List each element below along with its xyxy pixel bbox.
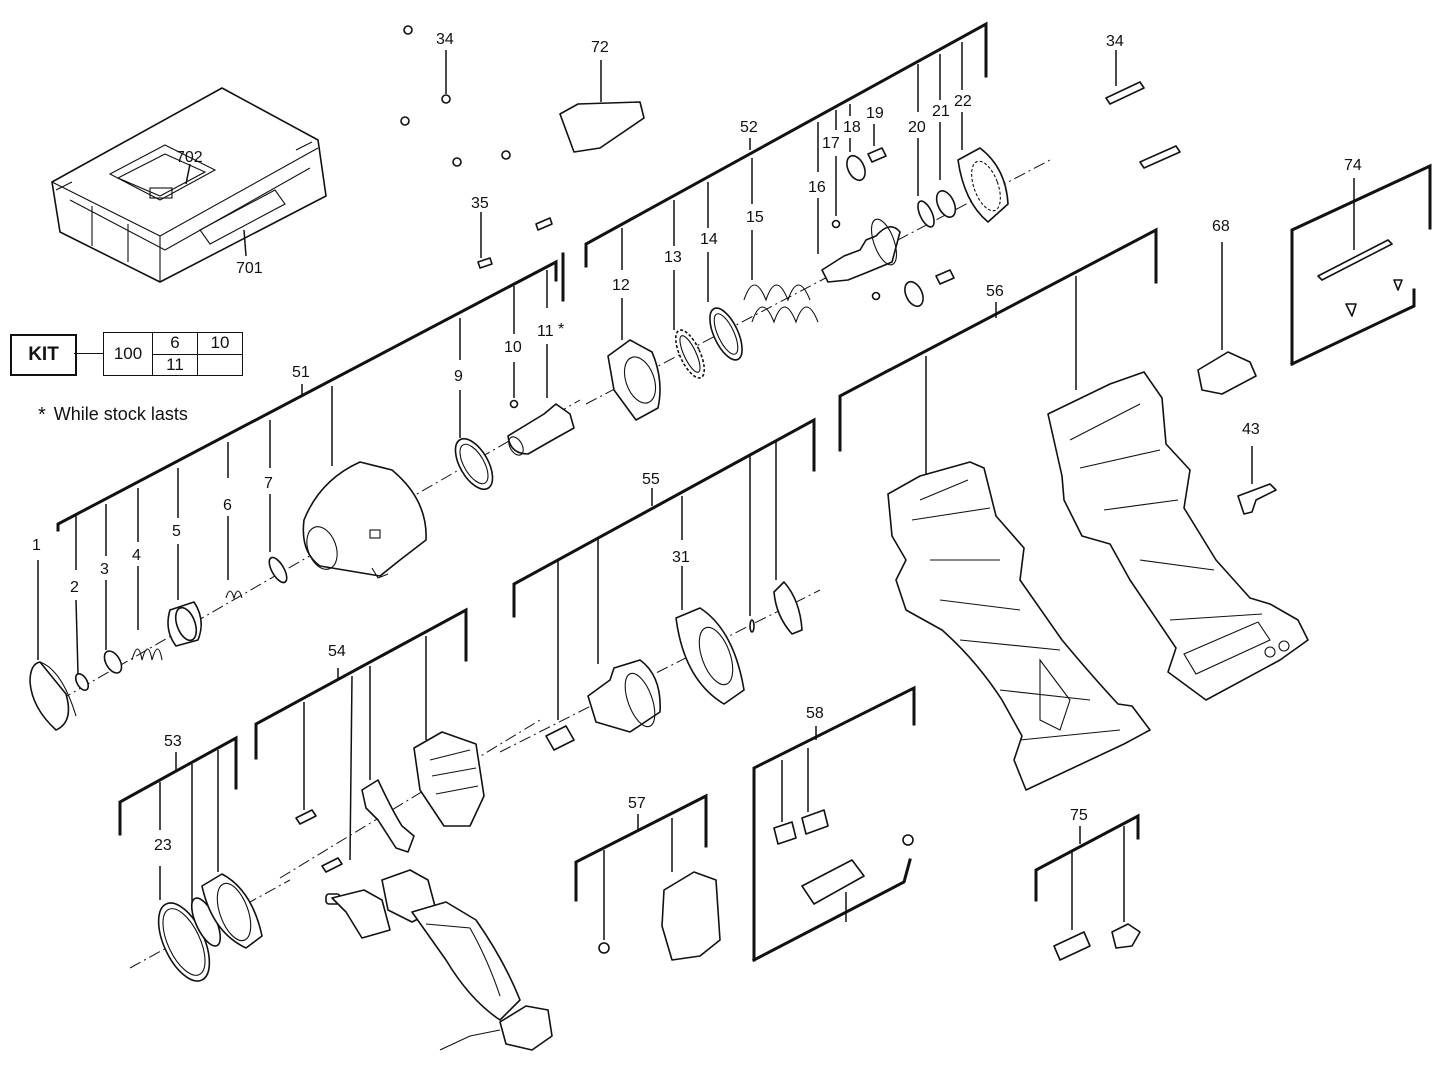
bracket-56 <box>838 227 1158 474</box>
label-6: 6 <box>223 497 232 514</box>
parts-group-52 <box>607 147 1009 421</box>
label-20: 20 <box>908 119 926 136</box>
label-55: 55 <box>642 471 660 488</box>
kit-cell-10: 10 <box>197 332 243 355</box>
part-57-screw <box>598 942 610 954</box>
part-68 <box>1197 351 1257 395</box>
label-13: 13 <box>664 249 682 266</box>
screws-35 <box>477 217 553 269</box>
label-53: 53 <box>164 733 182 750</box>
leader-lines-51 <box>37 344 548 675</box>
label-43: 43 <box>1242 421 1260 438</box>
label-19: 19 <box>866 105 884 122</box>
label-34-right: 34 <box>1106 33 1124 50</box>
label-51: 51 <box>292 364 310 381</box>
leader-lines-52 <box>621 112 963 340</box>
label-34-left: 34 <box>436 31 454 48</box>
label-701: 701 <box>236 260 263 277</box>
label-11: 11 <box>537 323 554 340</box>
label-702: 702 <box>176 149 203 166</box>
label-75: 75 <box>1070 807 1088 824</box>
label-21: 21 <box>932 103 950 120</box>
kit-table: 100 6 10 11 <box>103 332 243 376</box>
bracket-51 <box>56 252 565 570</box>
label-68: 68 <box>1212 218 1230 235</box>
label-72: 72 <box>591 39 609 56</box>
kit-connector-line <box>74 353 104 354</box>
bracket-74 <box>1290 163 1432 366</box>
parts-group-53 <box>157 873 263 982</box>
carrying-case <box>51 87 327 283</box>
bracket-53 <box>118 735 238 910</box>
label-31: 31 <box>672 549 690 566</box>
label-22: 22 <box>954 93 972 110</box>
label-56: 56 <box>986 283 1004 300</box>
label-74: 74 <box>1344 157 1362 174</box>
kit-cell-6: 6 <box>152 332 198 355</box>
label-16: 16 <box>808 179 826 196</box>
label-1: 1 <box>32 537 41 554</box>
parts-group-51 <box>29 399 575 731</box>
part-57-switch-cover <box>661 871 721 961</box>
bracket-58 <box>751 685 916 963</box>
label-12: 12 <box>612 277 630 294</box>
kit-cell-empty <box>197 353 243 376</box>
parts-74 <box>1317 239 1403 317</box>
bracket-57 <box>574 793 708 940</box>
label-14: 14 <box>700 231 718 248</box>
stock-note: * While stock lasts <box>38 404 188 427</box>
label-18: 18 <box>843 119 861 136</box>
note-asterisk: * <box>38 404 46 426</box>
label-52: 52 <box>740 119 758 136</box>
screws-34-left <box>400 25 511 167</box>
parts-group-55 <box>545 581 803 751</box>
label-4: 4 <box>132 547 141 564</box>
label-35: 35 <box>471 195 489 212</box>
part-43 <box>1237 483 1277 515</box>
bracket-52 <box>584 21 988 270</box>
housing-left <box>887 461 1151 791</box>
bracket-55 <box>512 417 816 720</box>
parts-75 <box>1053 923 1141 961</box>
housing-right <box>1047 371 1309 701</box>
label-9: 9 <box>454 368 463 385</box>
kit-label-box: KIT <box>10 334 77 376</box>
kit-cell-100: 100 <box>103 332 153 376</box>
label-7: 7 <box>264 475 273 492</box>
label-3: 3 <box>100 561 109 578</box>
label-11-star: * <box>558 321 564 338</box>
label-15: 15 <box>746 209 764 226</box>
kit-cell-11: 11 <box>152 353 198 376</box>
label-5: 5 <box>172 523 181 540</box>
label-10: 10 <box>504 339 522 356</box>
parts-group-54 <box>295 731 553 1051</box>
label-54: 54 <box>328 643 346 660</box>
parts-58 <box>773 809 914 905</box>
bracket-54 <box>254 607 468 861</box>
bracket-75 <box>1034 813 1140 930</box>
label-23: 23 <box>154 837 172 854</box>
note-text: While stock lasts <box>53 404 188 424</box>
screws-34-right <box>1105 81 1181 169</box>
label-17: 17 <box>822 135 840 152</box>
label-2: 2 <box>70 579 79 596</box>
label-58: 58 <box>806 705 824 722</box>
label-plate-72 <box>559 101 645 153</box>
label-57: 57 <box>628 795 646 812</box>
